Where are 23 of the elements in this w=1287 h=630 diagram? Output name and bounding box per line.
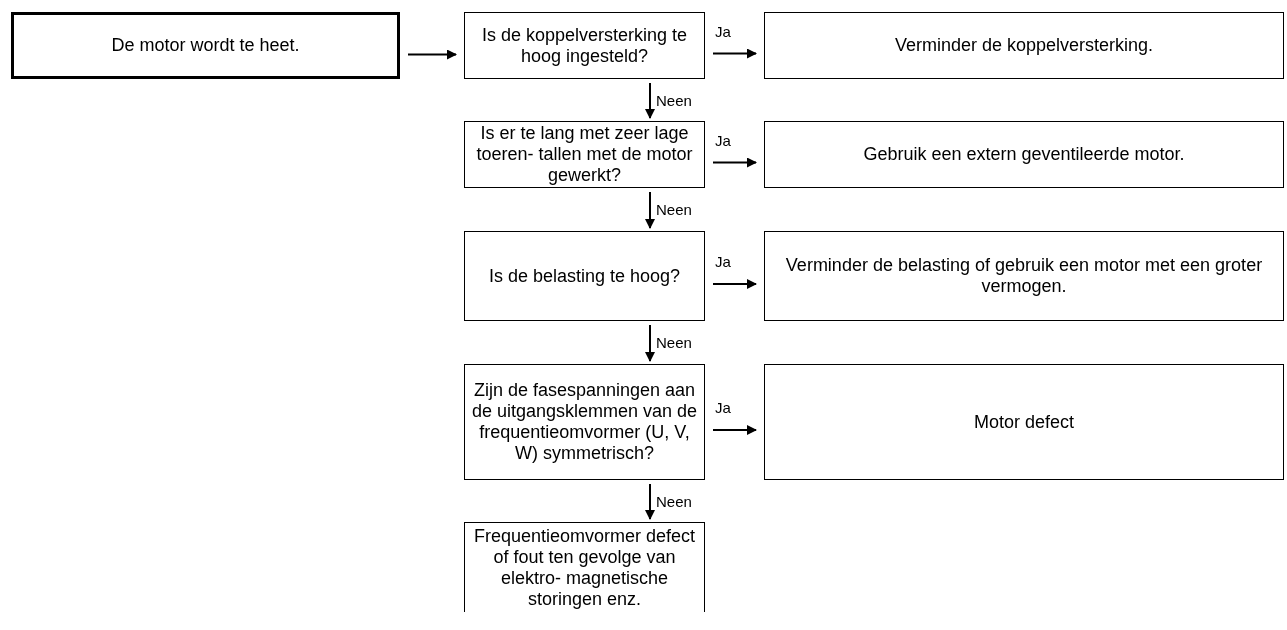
result-box: Frequentieomvormer defect of fout ten gevolge van elektro- magnetische storingen enz. [464,522,705,612]
arrow [712,425,757,435]
edge-label: Neen [656,335,692,350]
edge-label: Ja [715,254,731,269]
arrow [645,324,655,362]
arrow [407,49,457,60]
arrow [645,483,655,520]
edge-label: Ja [715,400,731,415]
question-box: Is de koppelversterking te hoog ingesteld? [464,12,705,79]
question-box: Is er te lang met zeer lage toeren- tallen met de motor gewerkt? [464,121,705,188]
action-box: Verminder de koppelversterking. [764,12,1284,79]
arrow [712,157,757,168]
arrow [645,82,655,119]
action-box: Gebruik een extern geventileerde motor. [764,121,1284,188]
question-box: Is de belasting te hoog? [464,231,705,321]
arrow [645,191,655,229]
action-box: Verminder de belasting of gebruik een motor met een groter vermogen. [764,231,1284,321]
question-box: Zijn de fasespanningen aan de uitgangsklemmen van de frequentieomvormer (U, V, W) symmetrisch? [464,364,705,480]
arrow [712,279,757,289]
arrow [712,48,757,59]
start-box: De motor wordt te heet. [11,12,400,79]
edge-label: Neen [656,202,692,217]
action-box: Motor defect [764,364,1284,480]
